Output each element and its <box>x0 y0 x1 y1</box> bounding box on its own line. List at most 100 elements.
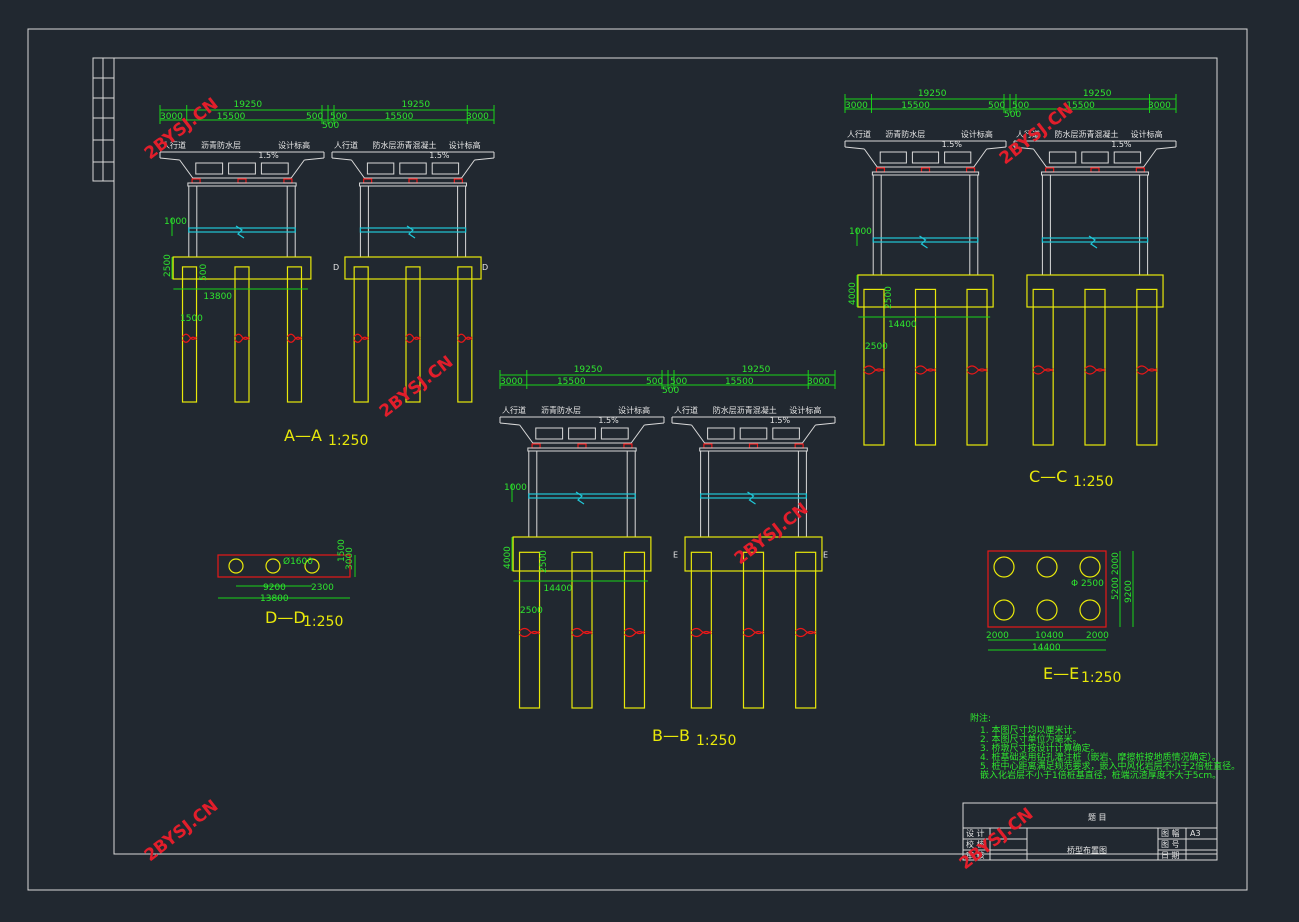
deck-label: 设计标高 <box>278 140 310 150</box>
bearing <box>794 443 804 449</box>
note-line: 5. 桩中心距离满足规范要求，嵌入中风化岩层不小于2倍桩直径。 <box>980 760 1240 772</box>
dim-left: 4000 <box>848 282 858 305</box>
section-label: E—E <box>1043 664 1079 683</box>
pile <box>353 266 369 403</box>
deck-label: 人行道 <box>162 140 186 150</box>
deck-label: 防水层沥青混凝土 <box>713 405 777 415</box>
dim-label: 15500 <box>385 112 414 122</box>
tie-beam <box>1041 237 1149 243</box>
section-mark: E <box>673 550 678 559</box>
bearing <box>191 178 201 184</box>
dd-dim: 1500 <box>337 539 347 562</box>
pile-cap <box>344 256 482 280</box>
bearing <box>237 178 247 184</box>
pile <box>286 266 303 403</box>
pile <box>181 266 198 403</box>
watermark-text: 2BYSJ.CN <box>731 499 813 569</box>
pile <box>405 266 421 403</box>
watermark-text: 2BYSJ.CN <box>376 352 458 422</box>
pile-break <box>353 333 369 343</box>
pile-break <box>1032 365 1054 375</box>
bearing <box>408 178 418 184</box>
pile-circle <box>993 599 1015 621</box>
inner-frame <box>113 57 1218 855</box>
deck-label: 设计标高 <box>789 405 821 415</box>
dim-top-right: 19250 <box>401 100 430 110</box>
dim-center: 500 <box>662 386 679 396</box>
pile <box>571 551 593 709</box>
dim-top-left: 19250 <box>574 365 603 375</box>
dim-top-right: 19250 <box>742 365 771 375</box>
dim-top-left: 19250 <box>918 89 947 99</box>
dim-left: 2500 <box>539 550 549 573</box>
dim-left: 1000 <box>164 217 187 227</box>
deck-label: 1.5% <box>942 140 963 149</box>
pile-break <box>690 627 712 638</box>
pile <box>457 266 473 403</box>
dim-left: 2500 <box>884 286 894 309</box>
bearing <box>453 178 463 184</box>
dim-cap-width: 14400 <box>888 320 917 330</box>
dim-label: 3000 <box>160 112 183 122</box>
dim-left: 4000 <box>503 546 513 569</box>
pile-break <box>863 365 885 375</box>
deck-label: 1.5% <box>598 416 619 425</box>
dim-label: 500 <box>306 112 323 122</box>
dim-left: 1000 <box>849 227 872 237</box>
ee-pile: Φ 2500 <box>1071 579 1104 589</box>
dim-label: 15500 <box>217 112 246 122</box>
deck-label: 人行道 <box>847 129 871 139</box>
deck-label: 设计标高 <box>1131 129 1163 139</box>
note-line: 4. 桩基础采用钻孔灌注桩（嵌岩、摩擦桩按地质情况确定）。 <box>980 751 1221 763</box>
pile-break <box>234 333 250 343</box>
pile <box>914 288 937 446</box>
tie-beam <box>872 237 979 243</box>
deck-label: 1.5% <box>258 151 279 160</box>
dim-cap-width: 14400 <box>544 584 573 594</box>
section-scale: 1:250 <box>1081 670 1121 686</box>
dim-label: 15500 <box>725 377 754 387</box>
tb-right-value: A3 <box>1190 829 1201 838</box>
dim-left: 500 <box>199 264 209 281</box>
dim-label: 3000 <box>807 377 830 387</box>
notes-title: 附注: <box>970 712 991 724</box>
bearing <box>363 178 373 184</box>
dim-label: 500 <box>988 101 1005 111</box>
deck-label: 沥青防水层 <box>541 405 581 415</box>
section-mark: E <box>823 550 828 559</box>
dim-center: 500 <box>322 121 339 131</box>
watermarks: 2BYSJ.CN2BYSJ.CN2BYSJ.CN2BYSJ.CN2BYSJ.CN… <box>141 94 1078 874</box>
pile-break <box>624 627 645 638</box>
drawing-title: 桥型布置图 <box>1067 845 1107 855</box>
tie-beam <box>359 227 467 233</box>
dd-dim: 2300 <box>311 583 334 593</box>
pile <box>234 266 250 403</box>
bearing <box>577 443 587 449</box>
pile-circle <box>304 558 320 574</box>
deck-label: 防水层沥青混凝土 <box>1055 129 1119 139</box>
section-mark: D <box>333 263 339 272</box>
dd-dim: 9200 <box>263 583 286 593</box>
tie-beam <box>528 493 636 499</box>
ee-dim: 14400 <box>1032 643 1061 653</box>
tb-left-label: 审 核 <box>966 850 985 860</box>
deck-label: 防水层沥青混凝土 <box>373 140 437 150</box>
ee-dim: 2000 <box>986 631 1009 641</box>
pile-cap <box>172 256 312 280</box>
pile <box>966 288 988 446</box>
ee-dim: 2000 <box>1111 552 1121 575</box>
cap-plan <box>987 550 1107 628</box>
pile <box>863 288 885 446</box>
pile-circle <box>1079 556 1101 578</box>
pile-break <box>571 627 593 638</box>
bearing <box>875 167 886 173</box>
side-strip <box>92 57 115 182</box>
bearing <box>1090 167 1100 173</box>
dim-center: 500 <box>1004 110 1021 120</box>
pile <box>1032 288 1054 446</box>
section-label: D—D <box>265 608 306 627</box>
